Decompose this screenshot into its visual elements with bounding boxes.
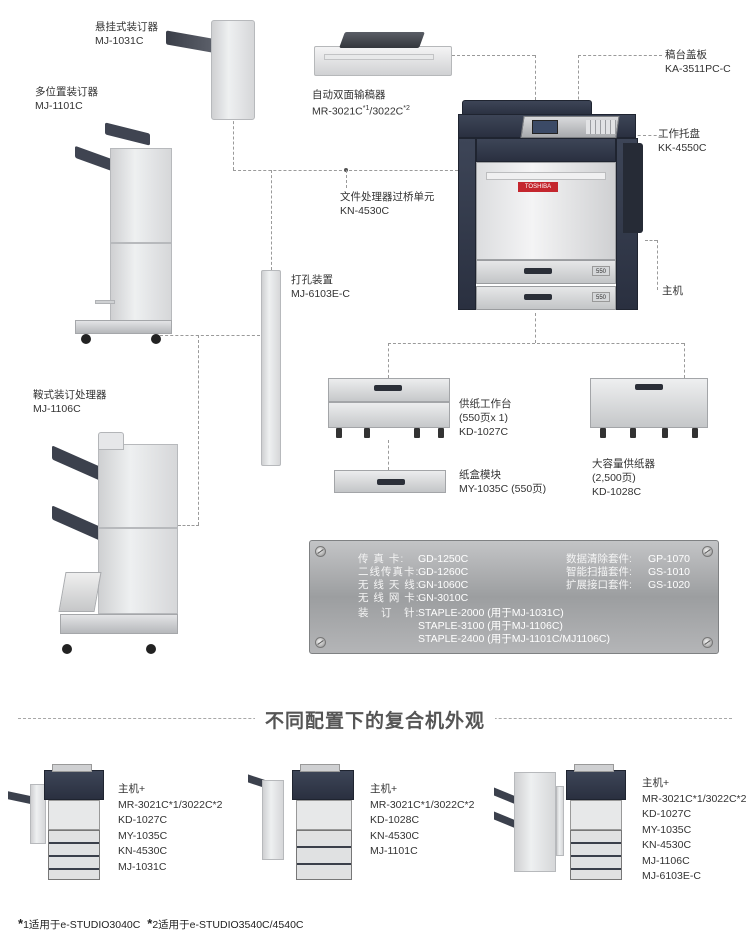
mj6103-device (261, 270, 281, 466)
label-my1035: 纸盒模块 MY-1035C (550页) (459, 469, 547, 495)
mr3021-device (312, 28, 454, 80)
acc-row: 数据清除套件:GP-1070 (566, 553, 691, 565)
acc-row: STAPLE-2400 (用于MJ-1101C/MJ1106C) (418, 633, 610, 645)
mj1101-device (75, 122, 175, 348)
connector-line (346, 170, 347, 188)
connector-line (388, 343, 684, 344)
config-2-list: 主机+ MR-3021C*1/3022C*2 KD-1028C KN-4530C… (370, 783, 475, 857)
label-main: 主机 (662, 285, 683, 297)
config-2-image (248, 762, 364, 884)
label-mj1101: 多位置装订器 MJ-1101C (35, 86, 98, 112)
connector-line (388, 440, 389, 470)
connector-line (684, 343, 685, 378)
kd1027-device (328, 378, 450, 442)
label-kd1027: 供纸工作台 (550页x 1) KD-1027C (459, 398, 512, 438)
acc-row: 无 线 网 卡:GN-3010C (358, 592, 469, 604)
label-mr3021: 自动双面输稿器 MR-3021C*1/3022C*2 (312, 89, 410, 118)
accessory-plate: 传 真 卡:GD-1250C 二线传真卡:GD-1260C 无 线 天 线:GN… (309, 540, 719, 654)
connector-line (178, 525, 199, 526)
drawer-badge: 550 (592, 266, 610, 276)
footnote: *1适用于e-STUDIO3040C *2适用于e-STUDIO3540C/45… (18, 916, 304, 931)
label-mj1106: 鞍式装订处理器 MJ-1106C (33, 389, 107, 415)
config-3-image (494, 762, 634, 890)
acc-row: 扩展接口套件:GS-1020 (566, 579, 691, 591)
connector-line (645, 240, 657, 241)
acc-row: 智能扫描套件:GS-1010 (566, 566, 691, 578)
acc-row: 传 真 卡:GD-1250C (358, 553, 469, 565)
config-1-image (8, 762, 108, 884)
main-unit: TOSHIBA 550 550 (458, 98, 650, 313)
connector-line (535, 55, 536, 100)
connector-line (627, 135, 662, 136)
mj1106-device (50, 432, 182, 658)
section-title: 不同配置下的复合机外观 (0, 706, 750, 733)
label-mj6103: 打孔装置 MJ-6103E-C (291, 274, 350, 300)
connector-line (198, 335, 199, 525)
label-mj1031: 悬挂式装订器 MJ-1031C (95, 21, 158, 47)
connector-line (535, 313, 536, 343)
brand-logo: TOSHIBA (518, 182, 558, 192)
connector-line (657, 240, 658, 290)
acc-row: 无 线 天 线:GN-1060C (358, 579, 469, 591)
acc-row: 装 订 针:STAPLE-2000 (用于MJ-1031C) (358, 607, 564, 619)
label-ka3511: 稿台盖板 KA-3511PC-C (665, 49, 731, 75)
config-3-list: 主机+ MR-3021C*1/3022C*2 KD-1027C MY-1035C… (642, 777, 747, 882)
acc-row: STAPLE-3100 (用于MJ-1106C) (418, 620, 563, 632)
connector-line (388, 343, 389, 378)
kd1028-device (590, 378, 708, 442)
label-kk4550: 工作托盘 KK-4550C (658, 128, 707, 154)
label-kd1028: 大容量供纸器 (2,500页) KD-1028C (592, 458, 655, 498)
acc-row: 二线传真卡:GD-1260C (358, 566, 469, 578)
connector-line (578, 55, 579, 115)
connector-line (578, 55, 662, 56)
connector-line (160, 335, 260, 336)
drawer-badge: 550 (592, 292, 610, 302)
config-1-list: 主机+ MR-3021C*1/3022C*2 KD-1027C MY-1035C… (118, 783, 223, 873)
connector-line (271, 170, 272, 270)
mj1031-device (166, 20, 256, 120)
label-kn4530: 文件处理器过桥单元 KN-4530C (340, 191, 435, 217)
my1035-device (334, 470, 446, 493)
connector-line (452, 55, 535, 56)
